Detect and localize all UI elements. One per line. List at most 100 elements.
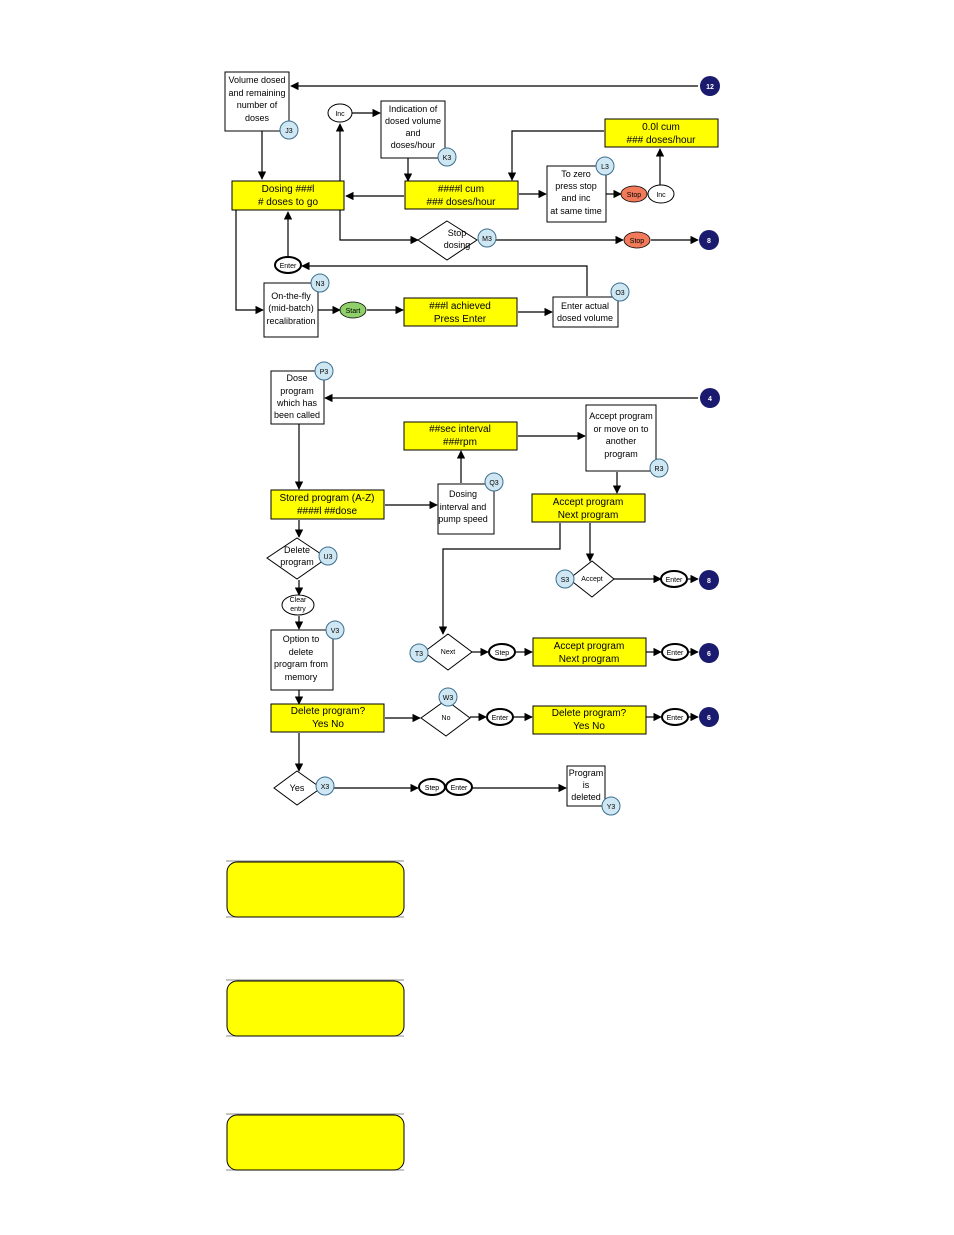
step-key-2: Step: [418, 778, 446, 796]
volume-dosed-line3: number of: [237, 100, 278, 110]
svg-text:On-the-fly: On-the-fly: [271, 291, 311, 301]
clear-entry-key: Clear entry: [281, 594, 315, 616]
ref-u3: U3: [318, 546, 338, 566]
ref-6b: 6: [699, 707, 719, 727]
volume-dosed-line2: and remaining: [228, 88, 285, 98]
svg-text:K3: K3: [443, 155, 452, 162]
svg-text:6: 6: [707, 651, 711, 658]
svg-text:Delete program?: Delete program?: [552, 708, 627, 719]
node-achieved: ###l achieved Press Enter: [403, 297, 518, 327]
node-option-delete: Option to delete program from memory: [270, 629, 334, 691]
svg-text:interval and: interval and: [440, 502, 487, 512]
bottom-connectors: [294, 393, 699, 793]
enter-key-1: Enter: [660, 570, 688, 588]
svg-text:J3: J3: [285, 128, 293, 135]
start-key: Start: [339, 301, 367, 319]
svg-text:R3: R3: [655, 466, 664, 473]
svg-text:Inc: Inc: [335, 111, 345, 118]
ref-t3: T3: [409, 643, 429, 663]
stop-key-2: Stop: [623, 231, 651, 249]
display-panel-3: [226, 1113, 405, 1171]
node-on-the-fly: On-the-fly (mid-batch) recalibration: [263, 282, 319, 338]
svg-text:Q3: Q3: [489, 480, 498, 487]
svg-text:Accept program: Accept program: [553, 497, 624, 508]
to-zero-line2: press stop: [555, 181, 597, 191]
svg-text:Clear: Clear: [290, 597, 307, 604]
svg-text:Program: Program: [569, 768, 604, 778]
ref-v3: V3: [325, 620, 345, 640]
svg-text:Step: Step: [425, 785, 440, 792]
ref-j3: J3: [279, 120, 299, 140]
display-panel-2: [226, 979, 405, 1037]
svg-text:pump speed: pump speed: [438, 514, 488, 524]
node-accept-move: Accept program or move on to another pro…: [585, 404, 657, 472]
node-enter-actual: Enter actual dosed volume: [552, 296, 619, 328]
svg-text:P3: P3: [320, 369, 329, 376]
svg-text:is: is: [583, 780, 590, 790]
svg-text:####l ##dose: ####l ##dose: [297, 506, 357, 517]
svg-text:4: 4: [708, 396, 712, 403]
enter-key-3: Enter: [486, 708, 514, 726]
svg-text:been called: been called: [274, 410, 320, 420]
svg-text:Enter: Enter: [667, 650, 684, 657]
svg-text:program: program: [280, 557, 314, 567]
dosing-line2: # doses to go: [258, 197, 318, 208]
svg-text:Stop: Stop: [627, 192, 642, 199]
ref-m3: M3: [477, 228, 497, 248]
svg-text:Option to: Option to: [283, 634, 320, 644]
svg-text:Accept: Accept: [581, 576, 602, 583]
svg-text:Inc: Inc: [656, 192, 666, 199]
svg-text:dosed volume: dosed volume: [557, 313, 613, 323]
ref-w3: W3: [438, 687, 458, 707]
svg-text:delete: delete: [289, 647, 314, 657]
indication-line2: dosed volume: [385, 116, 441, 126]
svg-text:entry: entry: [290, 606, 306, 613]
diamond-stop-dosing: Stop dosing: [417, 220, 478, 261]
node-sec-interval: ##sec interval ###rpm: [403, 421, 518, 451]
ref-l3: L3: [595, 156, 615, 176]
svg-text:Enter: Enter: [667, 715, 684, 722]
svg-text:Stored program (A-Z): Stored program (A-Z): [279, 493, 374, 504]
display-panel-1: [226, 860, 405, 918]
svg-text:program from: program from: [274, 659, 328, 669]
svg-text:another: another: [606, 436, 637, 446]
ref-12: 12: [700, 76, 720, 96]
svg-text:Enter: Enter: [280, 263, 297, 270]
svg-text:Next: Next: [441, 649, 455, 656]
enter-key-5: Enter: [445, 778, 473, 796]
diamond-accept: Accept: [568, 560, 615, 598]
diamond-yes: Yes: [273, 770, 322, 806]
node-program-deleted: Program is deleted: [566, 765, 606, 807]
svg-text:Start: Start: [346, 308, 361, 315]
ref-y3: Y3: [601, 796, 621, 816]
node-cum-box: ####l cum ### doses/hour: [404, 180, 519, 210]
svg-text:Accept program: Accept program: [589, 411, 653, 421]
node-delete-q1: Delete program? Yes No: [270, 703, 385, 733]
svg-text:##sec interval: ##sec interval: [429, 424, 491, 435]
node-to-zero: To zero press stop and inc at same time: [546, 165, 607, 223]
svg-text:###l achieved: ###l achieved: [429, 301, 491, 312]
diamond-delete-program: Delete program: [266, 537, 328, 580]
svg-text:No: No: [442, 715, 451, 722]
inc-key-2: Inc: [647, 184, 675, 204]
svg-text:which has: which has: [276, 398, 318, 408]
svg-text:O3: O3: [615, 290, 624, 297]
svg-text:Delete: Delete: [284, 545, 310, 555]
ref-6a: 6: [699, 643, 719, 663]
svg-text:Press Enter: Press Enter: [434, 314, 487, 325]
svg-text:Enter: Enter: [492, 715, 509, 722]
svg-text:Y3: Y3: [607, 804, 616, 811]
indication-line3: and: [405, 128, 420, 138]
svg-text:8: 8: [707, 578, 711, 585]
node-stored-program: Stored program (A-Z) ####l ##dose: [270, 489, 385, 520]
ref-n3: N3: [310, 273, 330, 293]
svg-text:Stop: Stop: [448, 228, 467, 238]
svg-text:Next program: Next program: [559, 654, 620, 665]
to-zero-line4: at same time: [550, 206, 602, 216]
ref-s3: S3: [555, 569, 575, 589]
step-key-1: Step: [488, 643, 516, 661]
svg-text:Accept program: Accept program: [554, 641, 625, 652]
svg-text:N3: N3: [316, 281, 325, 288]
svg-text:V3: V3: [331, 628, 340, 635]
node-accept-next-2: Accept program Next program: [532, 637, 647, 667]
